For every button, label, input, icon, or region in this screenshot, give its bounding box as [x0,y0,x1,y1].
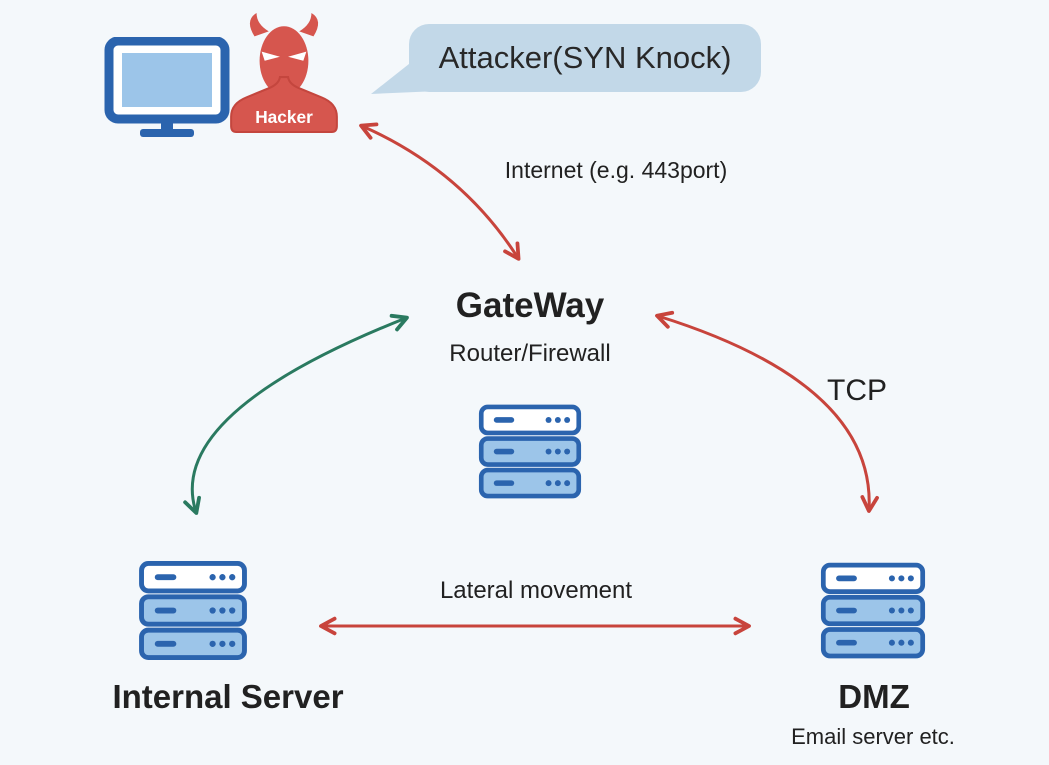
hacker-label: Hacker [255,107,313,127]
dmz-title: DMZ [838,678,910,715]
arrow-gateway-internal-server [183,313,409,515]
internal-server-title: Internal Server [112,678,344,715]
tcp-label: TCP [827,374,887,407]
hacker-torso [230,76,338,133]
hacker-eye-left [261,51,280,61]
gateway-server-icon [478,404,582,499]
hacker-horn-left [249,13,269,37]
internal-server-icon [139,561,247,661]
hacker-eye-right [288,51,307,61]
arrow-gateway-dmz [655,310,879,513]
dmz-subtitle: Email server etc. [791,724,955,749]
lateral-movement-label: Lateral movement [439,577,633,604]
hacker-head [259,26,309,96]
gateway-title: GateWay [455,286,605,325]
monitor-icon [104,37,230,137]
gateway-subtitle: Router/Firewall [449,340,611,367]
internet-port-label: Internet (e.g. 443port) [504,157,728,183]
speech-bubble-label: Attacker(SYN Knock) [438,40,732,75]
arrow-attacker-gateway [359,122,521,261]
devil-hacker-icon: Hacker [230,13,338,133]
speech-bubble: Attacker(SYN Knock) [409,24,761,92]
dmz-server-icon [820,562,926,659]
hacker-horn-right [299,13,319,37]
